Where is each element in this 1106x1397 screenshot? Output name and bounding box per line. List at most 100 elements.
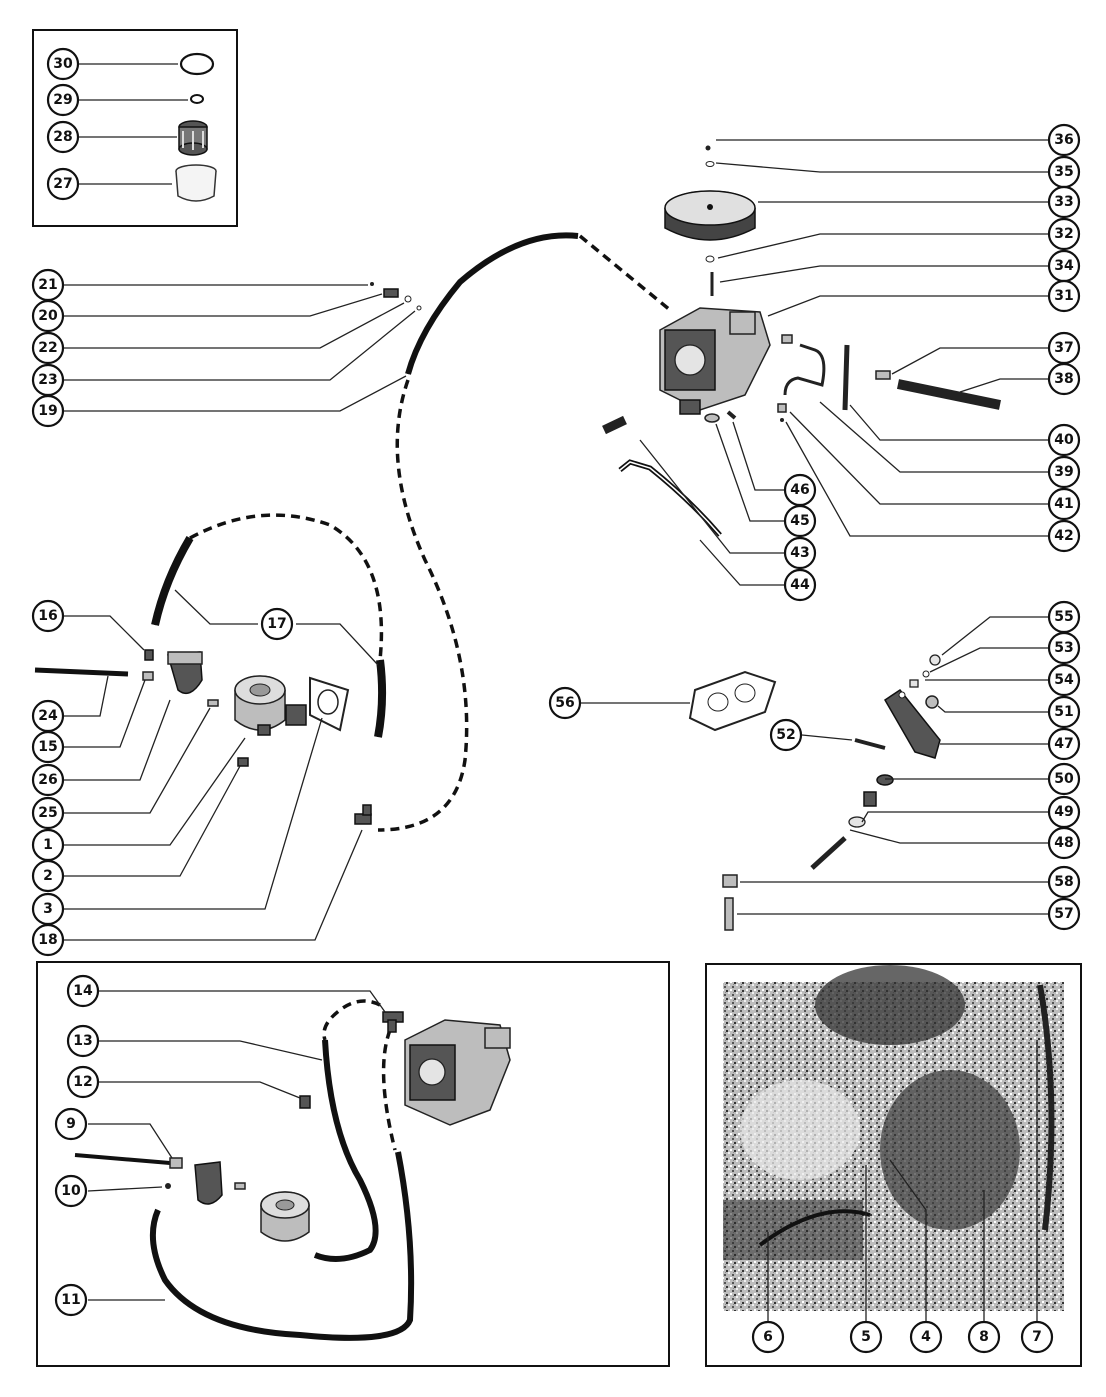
callout-1: 1 (31, 828, 65, 862)
callout-30: 30 (46, 47, 80, 81)
callout-19: 19 (31, 394, 65, 428)
callout-14: 14 (66, 974, 100, 1008)
callout-49: 49 (1047, 795, 1081, 829)
fuel-line-9 (74, 1153, 171, 1165)
alt-fuel-pump (260, 1191, 310, 1242)
fuel-line-19 (405, 232, 579, 375)
callout-2: 2 (31, 859, 65, 893)
svg-text:16: 16 (38, 608, 57, 624)
spacer-50 (863, 791, 877, 807)
svg-text:18: 18 (38, 932, 57, 948)
svg-text:53: 53 (1054, 640, 1073, 656)
svg-text:40: 40 (1054, 432, 1074, 448)
svg-text:43: 43 (790, 545, 809, 561)
clamp-10 (165, 1183, 171, 1189)
filter-bowl (175, 164, 217, 202)
svg-text:1: 1 (43, 837, 53, 853)
fuel-line-24 (34, 667, 129, 677)
svg-text:56: 56 (555, 695, 574, 711)
callout-15: 15 (31, 730, 65, 764)
filter-kit-inset (32, 29, 238, 227)
carburetor (659, 307, 771, 415)
svg-text:9: 9 (66, 1116, 76, 1132)
svg-text:28: 28 (53, 129, 72, 145)
nut-55 (929, 654, 941, 666)
svg-text:33: 33 (1054, 194, 1073, 210)
air-cleaner (664, 190, 756, 241)
svg-text:8: 8 (979, 1329, 989, 1345)
alt-fuel-filter (194, 1161, 223, 1205)
callout-7: 7 (1020, 1320, 1054, 1354)
vent-tube (783, 343, 826, 396)
callout-4: 4 (909, 1320, 943, 1354)
callout-42: 42 (1047, 519, 1081, 553)
o-ring-large (179, 52, 215, 76)
svg-text:47: 47 (1054, 736, 1073, 752)
alternate-routing-inset (36, 961, 670, 1367)
tee-fitting-18 (354, 804, 372, 825)
callout-29: 29 (46, 83, 80, 117)
callout-36: 36 (1047, 123, 1081, 157)
bolt-52 (854, 738, 886, 750)
svg-text:41: 41 (1054, 496, 1073, 512)
washer-42 (780, 418, 784, 422)
svg-text:20: 20 (38, 308, 58, 324)
callout-46: 46 (783, 473, 817, 507)
callout-54: 54 (1047, 663, 1081, 697)
engine-photo-inset (705, 963, 1082, 1367)
leader-lines (63, 63, 1050, 1322)
svg-text:3: 3 (43, 901, 53, 917)
callout-9: 9 (54, 1107, 88, 1141)
nut-58 (722, 874, 738, 888)
callout-53: 53 (1047, 631, 1081, 665)
o-ring-small (190, 94, 204, 104)
washer-21 (370, 282, 374, 286)
svg-text:27: 27 (53, 176, 72, 192)
fitting-20 (383, 288, 399, 298)
svg-text:12: 12 (73, 1074, 92, 1090)
svg-text:36: 36 (1054, 132, 1073, 148)
fitting-25 (207, 699, 219, 707)
callout-45: 45 (783, 504, 817, 538)
callout-27: 27 (46, 167, 80, 201)
callout-44: 44 (783, 568, 817, 602)
callout-50: 50 (1047, 762, 1081, 796)
svg-text:15: 15 (38, 739, 57, 755)
svg-text:39: 39 (1054, 464, 1073, 480)
svg-text:50: 50 (1054, 771, 1074, 787)
svg-text:42: 42 (1054, 528, 1073, 544)
svg-text:17: 17 (267, 616, 286, 632)
svg-text:25: 25 (38, 805, 57, 821)
washer-23 (416, 305, 422, 311)
gasket-45 (704, 413, 720, 423)
svg-text:51: 51 (1054, 704, 1073, 720)
svg-text:23: 23 (38, 372, 57, 388)
callout-17: 17 (260, 607, 294, 641)
svg-text:6: 6 (763, 1329, 773, 1345)
fitting-12 (299, 1095, 311, 1109)
svg-text:7: 7 (1032, 1329, 1042, 1345)
callout-24: 24 (31, 699, 65, 733)
spring-46 (726, 410, 737, 420)
fitting-39 (781, 334, 793, 344)
callout-58: 58 (1047, 865, 1081, 899)
callout-21: 21 (31, 268, 65, 302)
fitting-37 (875, 370, 891, 380)
svg-text:4: 4 (921, 1329, 931, 1345)
callout-6: 6 (751, 1320, 785, 1354)
callout-20: 20 (31, 299, 65, 333)
callout-16: 16 (31, 599, 65, 633)
svg-text:21: 21 (38, 277, 57, 293)
washer-small (898, 691, 906, 699)
callout-55: 55 (1047, 600, 1081, 634)
washer-22 (404, 295, 412, 303)
callout-57: 57 (1047, 897, 1081, 931)
tee-fitting-14 (382, 1011, 404, 1033)
fuel-pump (234, 675, 307, 736)
callout-35: 35 (1047, 155, 1081, 189)
callout-12: 12 (66, 1065, 100, 1099)
bracket-47 (883, 688, 941, 759)
callout-34: 34 (1047, 249, 1081, 283)
fuel-filter-26 (167, 651, 203, 695)
svg-text:52: 52 (776, 727, 795, 743)
